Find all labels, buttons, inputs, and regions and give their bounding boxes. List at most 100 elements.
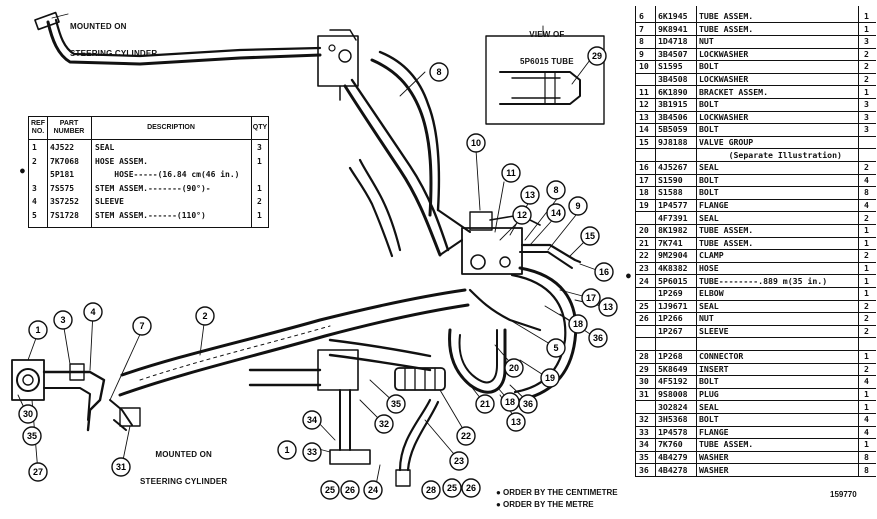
upper-valve-block <box>317 35 359 87</box>
callout-number: 25 <box>325 485 335 495</box>
cell-qty: 2 <box>864 363 869 374</box>
cell-part: 1D4718 <box>658 36 688 47</box>
cell-part: 3S7252 <box>50 197 79 206</box>
callout-number: 14 <box>551 208 561 218</box>
cell-desc: BOLT <box>699 124 719 135</box>
callout-24: 24 <box>363 480 383 500</box>
cell-qty: 2 <box>864 61 869 72</box>
cell-desc: HOSE ASSEM. <box>95 156 148 166</box>
figure-number: 159770 <box>830 490 857 499</box>
callout-36: 36 <box>588 328 608 348</box>
callout-number: 33 <box>307 447 317 457</box>
callout-35: 35 <box>22 426 42 446</box>
view-line1: VIEW OF <box>529 30 565 39</box>
callout-number: 19 <box>545 373 555 383</box>
cell-ref: 35 <box>639 452 649 462</box>
cell-desc: WASHER <box>699 464 729 475</box>
callout-28: 28 <box>421 480 441 500</box>
lower-valve-block <box>317 349 359 391</box>
right-table-row <box>636 338 876 350</box>
cell-qty: 1 <box>864 275 869 286</box>
mounted-bottom-line2: STEERING CYLINDER <box>140 477 228 486</box>
callout-number: 23 <box>454 456 464 466</box>
cell-part: S1588 <box>658 187 683 198</box>
cell-ref: 11 <box>639 86 649 97</box>
view-box <box>485 35 605 125</box>
cell-part: 7S1728 <box>50 210 79 220</box>
cell-desc: BOLT <box>699 99 719 110</box>
cell-qty: 2 <box>257 197 262 206</box>
mounted-bottom-line1: MOUNTED ON <box>155 450 213 459</box>
callout-number: 30 <box>23 409 33 419</box>
cell-qty: 1 <box>257 156 262 166</box>
cell-qty: 3 <box>864 36 869 47</box>
cell-part: 7K760 <box>658 439 683 450</box>
cell-ref: 9 <box>639 48 644 59</box>
cell-desc: NUT <box>699 36 714 47</box>
cell-ref: 10 <box>639 61 649 72</box>
callout-18: 18 <box>500 392 520 412</box>
cell-qty: 8 <box>864 452 869 462</box>
cell-ref: 30 <box>639 376 649 387</box>
cell-qty: 1 <box>864 86 869 97</box>
cell-desc: PLUG <box>699 389 719 399</box>
row-rule <box>636 400 876 402</box>
callout-number: 3 <box>60 315 65 325</box>
cell-part: 5B5059 <box>658 124 688 135</box>
callout-20: 20 <box>504 358 524 378</box>
callout-number: 29 <box>592 51 602 61</box>
cell-ref: 22 <box>639 250 649 261</box>
row-rule <box>636 274 876 276</box>
callout-number: 27 <box>33 467 43 477</box>
cell-ref: 3 <box>32 183 37 193</box>
callout-number: 16 <box>599 267 609 277</box>
cell-part: 1P4577 <box>658 200 688 210</box>
row-rule <box>636 362 876 364</box>
cell-desc: BOLT <box>699 376 719 387</box>
cell-part: 5K8649 <box>658 363 688 374</box>
part-header-1: PART <box>59 120 79 127</box>
callout-number: 8 <box>436 67 441 77</box>
row-rule <box>636 148 876 150</box>
row-rule <box>636 450 876 452</box>
callout-19: 19 <box>540 368 560 388</box>
cell-ref: 13 <box>639 111 649 122</box>
cell-ref: 21 <box>639 237 649 248</box>
callout-number: 11 <box>506 168 516 178</box>
cell-part: 1P4578 <box>658 426 688 437</box>
cell-ref: 18 <box>639 187 649 198</box>
callout-number: 35 <box>27 431 37 441</box>
cell-desc: LOCKWASHER <box>699 74 749 84</box>
row-rule <box>636 135 876 137</box>
cell-desc: FLANGE <box>699 426 729 437</box>
cell-qty: 1 <box>257 210 262 220</box>
cell-desc: SEAL <box>95 143 115 152</box>
cell-qty: 4 <box>864 426 869 437</box>
callout-30: 30 <box>18 404 38 424</box>
cell-part: 4J5267 <box>658 162 688 173</box>
cell-part: 4K8382 <box>658 263 688 273</box>
callout-1: 1 <box>277 440 297 460</box>
cell-desc: FLANGE <box>699 200 729 210</box>
callout-9: 9 <box>568 196 588 216</box>
row-rule <box>636 72 876 74</box>
cell-part: 3B4508 <box>658 74 688 84</box>
cell-ref: 29 <box>639 363 649 374</box>
callout-12: 12 <box>512 205 532 225</box>
row-rule <box>636 287 876 288</box>
cell-qty: 1 <box>864 389 869 399</box>
cell-part: 7K741 <box>658 237 683 248</box>
cell-ref: 7 <box>639 23 644 34</box>
callout-number: 20 <box>509 363 519 373</box>
